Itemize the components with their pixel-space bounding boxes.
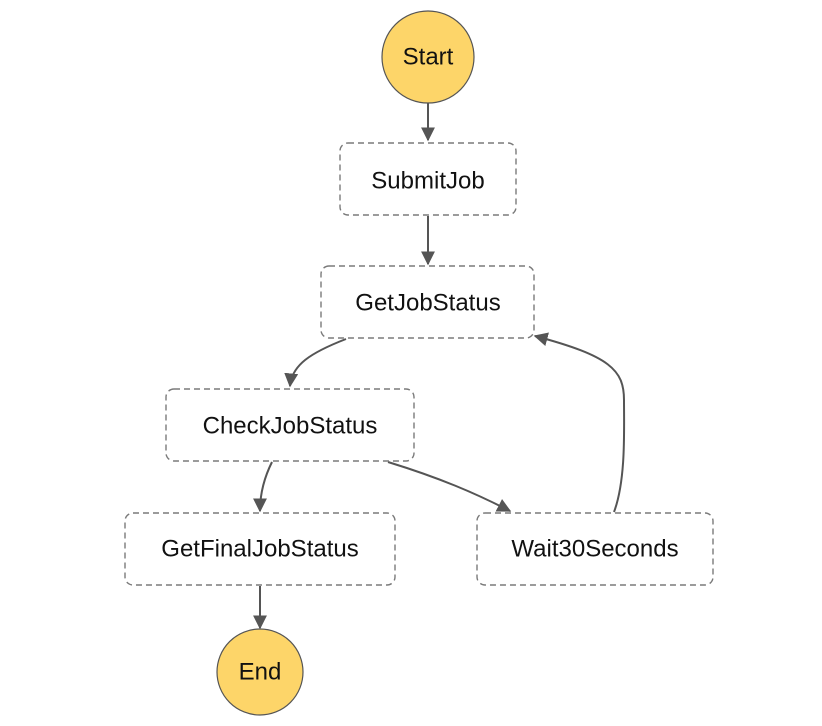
getfinaljobstatus-box <box>124 512 396 586</box>
getjobstatus-label: GetJobStatus <box>355 290 500 317</box>
end-circle <box>216 628 304 716</box>
edge-checkjobstatus-to-getfinaljobstatus <box>253 461 273 513</box>
submitjob-label: SubmitJob <box>371 168 484 195</box>
getjobstatus-box <box>320 265 535 339</box>
wait30seconds-node: Wait30Seconds <box>476 512 714 586</box>
getfinaljobstatus-label: GetFinalJobStatus <box>161 536 358 563</box>
checkjobstatus-node: CheckJobStatus <box>165 388 415 462</box>
checkjobstatus-box <box>165 388 415 462</box>
getfinaljobstatus-node: GetFinalJobStatus <box>124 512 396 586</box>
edge-getjobstatus-to-checkjobstatus <box>284 338 347 388</box>
wait30seconds-box <box>476 512 714 586</box>
start-circle <box>381 10 475 104</box>
getjobstatus-node: GetJobStatus <box>320 265 535 339</box>
end-label: End <box>239 659 282 686</box>
edges <box>253 103 626 630</box>
start-label: Start <box>403 44 454 71</box>
wait30seconds-label: Wait30Seconds <box>511 536 678 563</box>
start-node: Start <box>381 10 475 104</box>
end-node: End <box>216 628 304 716</box>
edge-checkjobstatus-to-wait30seconds <box>387 461 512 512</box>
submitjob-box <box>339 142 517 216</box>
edge-wait30seconds-to-getjobstatus <box>533 332 626 513</box>
submitjob-node: SubmitJob <box>339 142 517 216</box>
checkjobstatus-label: CheckJobStatus <box>203 413 378 440</box>
